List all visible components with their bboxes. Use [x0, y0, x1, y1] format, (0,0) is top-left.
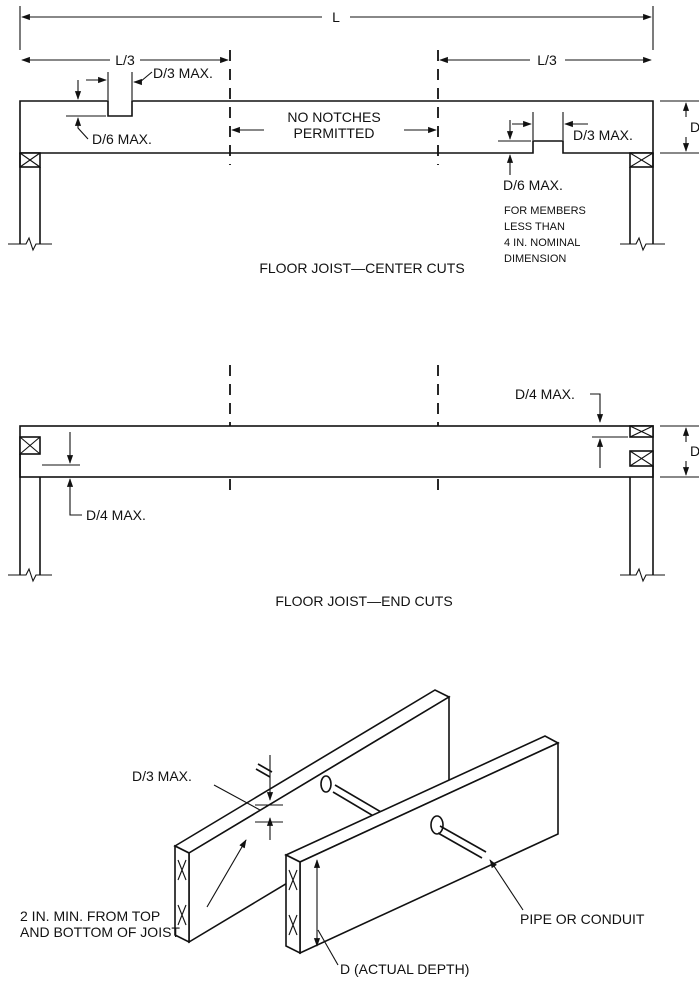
end-joist — [19, 425, 654, 478]
left-wall — [8, 152, 52, 252]
top-notch-width-dimension: D/3 MAX. — [86, 65, 213, 100]
bottom-notch-width-dimension: D/3 MAX. — [512, 112, 633, 143]
no-notch-line1: NO NOTCHES — [287, 109, 380, 125]
note-line3: 4 IN. NOMINAL — [504, 237, 580, 249]
bottom-notch-depth-label: D/6 MAX. — [503, 177, 563, 193]
no-notch-line2: PERMITTED — [294, 125, 375, 141]
top-notch-depth-label: D/6 MAX. — [92, 131, 152, 147]
note-line4: DIMENSION — [504, 253, 566, 265]
third-right-label: L/3 — [537, 52, 557, 68]
end-cuts-caption: FLOOR JOIST—END CUTS — [275, 593, 452, 609]
edge-line1: 2 IN. MIN. FROM TOP — [20, 908, 160, 924]
end-top-block — [629, 425, 654, 438]
end-left-wall — [8, 436, 52, 583]
pipe-label: PIPE OR CONDUIT — [520, 911, 645, 927]
end-depth-label: D — [690, 443, 699, 459]
edge-leader — [206, 839, 247, 908]
note-line1: FOR MEMBERS — [504, 205, 586, 217]
center-cuts-panel: L L/3 L/3 — [8, 6, 699, 276]
back-joist — [173, 689, 451, 944]
center-depth-label: D — [690, 119, 699, 135]
hole-back — [320, 775, 332, 793]
actual-depth-label: D (ACTUAL DEPTH) — [340, 961, 469, 977]
center-depth-dimension: D — [660, 100, 699, 154]
note-line2: LESS THAN — [504, 221, 565, 233]
end-bottom-dimension: D/4 MAX. — [42, 432, 146, 523]
top-notch-width-label: D/3 MAX. — [153, 65, 213, 81]
bottom-notch-depth-dimension: D/6 MAX. FOR MEMBERS LESS THAN 4 IN. NOM… — [498, 120, 586, 265]
end-depth-dimension: D — [660, 425, 699, 478]
pipe-stub-upper — [255, 768, 271, 778]
end-right-wall — [620, 450, 665, 583]
top-notch-depth-dimension: D/6 MAX. — [66, 80, 152, 147]
right-wall — [620, 152, 665, 252]
edge-line2: AND BOTTOM OF JOIST — [20, 924, 180, 940]
right-third-dimension: L/3 — [439, 52, 652, 68]
front-joist — [284, 735, 560, 955]
holes-panel: D/3 MAX. PIPE OR CONDUIT 2 IN. MIN. FROM… — [20, 689, 645, 977]
bottom-notch-width-label: D/3 MAX. — [573, 127, 633, 143]
hole-max-dimension: D/3 MAX. — [132, 755, 283, 840]
center-cuts-caption: FLOOR JOIST—CENTER CUTS — [259, 260, 464, 276]
span-dimension: L — [19, 6, 654, 50]
span-label: L — [332, 9, 340, 25]
end-bottom-label: D/4 MAX. — [86, 507, 146, 523]
pipe-leader — [489, 859, 524, 911]
end-cuts-panel: D/4 MAX. D/4 MAX. D FLOOR JOIST—END CUTS — [8, 365, 699, 609]
end-top-dimension: D/4 MAX. — [515, 386, 628, 468]
actual-depth-dimension: D (ACTUAL DEPTH) — [313, 859, 469, 977]
hole-front — [430, 815, 444, 835]
left-third-dimension: L/3 — [21, 52, 229, 68]
hole-max-label: D/3 MAX. — [132, 768, 192, 784]
third-left-label: L/3 — [115, 52, 135, 68]
pipe-front — [439, 825, 487, 853]
end-top-label: D/4 MAX. — [515, 386, 575, 402]
